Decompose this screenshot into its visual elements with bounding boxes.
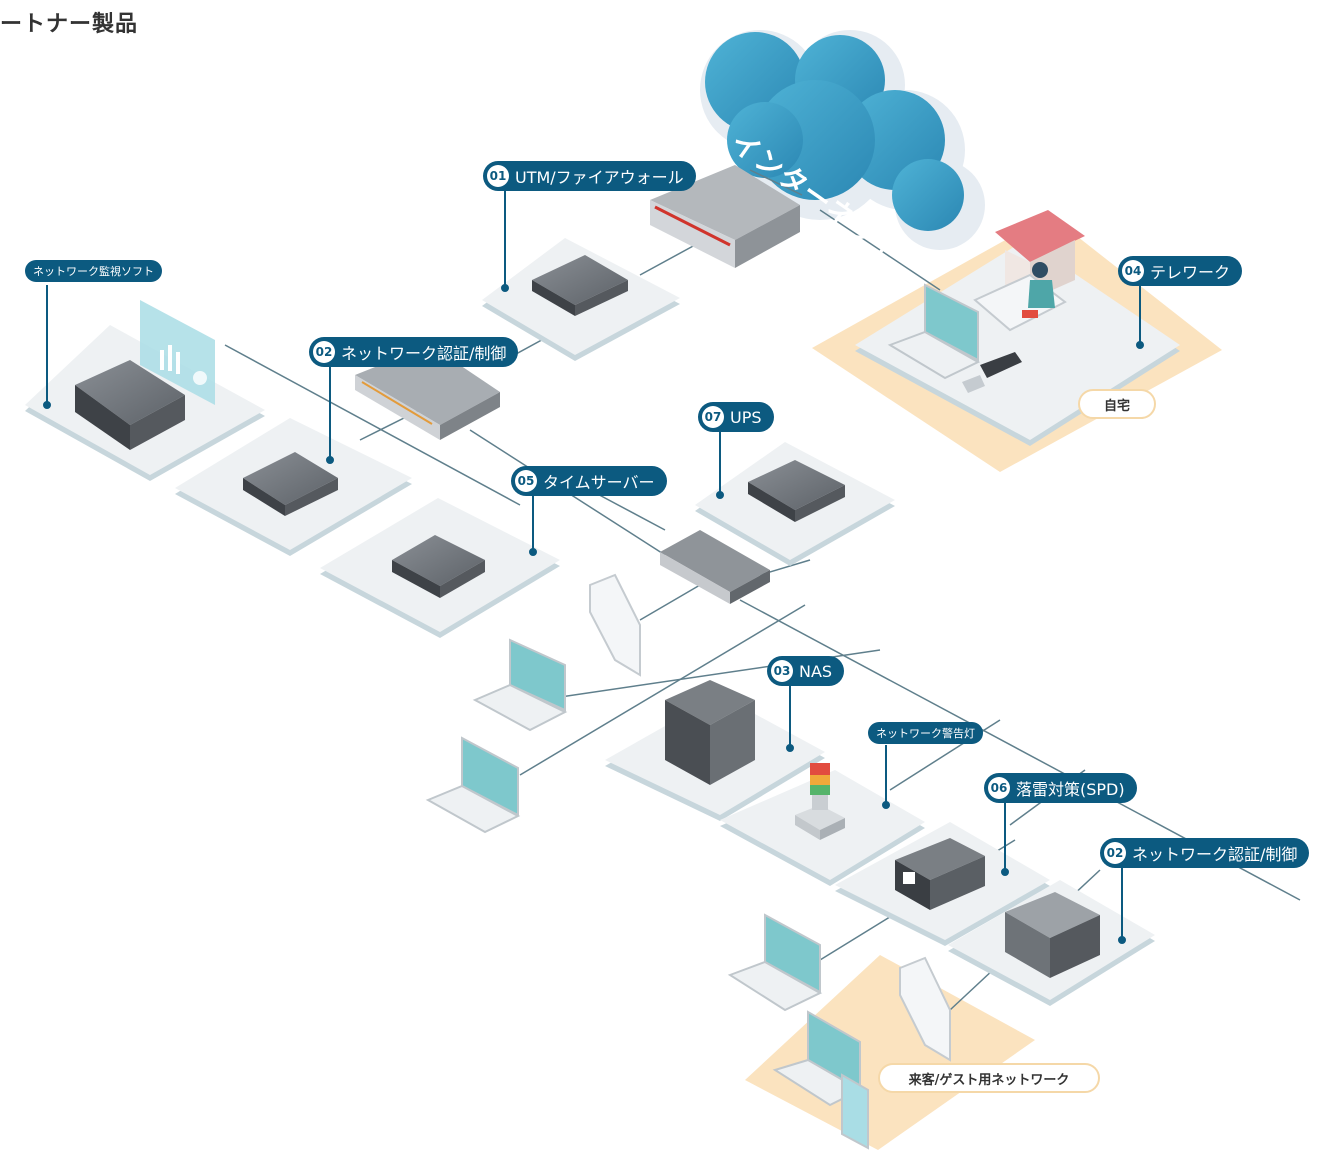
laptop-1 (472, 638, 568, 732)
label-number: 07 (702, 406, 724, 428)
nas-tower (665, 680, 755, 785)
label-telework[interactable]: 04 テレワーク (1118, 256, 1243, 286)
label-text: 落雷対策(SPD) (1016, 780, 1125, 799)
label-number: 02 (313, 341, 335, 363)
wifi-ap-bottom (899, 956, 951, 1062)
utm-appliance (650, 165, 800, 268)
label-text: UTM/ファイアウォール (515, 168, 684, 187)
label-time-server[interactable]: 05 タイムサーバー (511, 466, 667, 496)
home-desk (973, 262, 1067, 332)
spd-device (895, 838, 985, 910)
warning-light (795, 763, 845, 840)
label-network-auth-top[interactable]: 02 ネットワーク認証/制御 (309, 337, 519, 367)
internet-cloud (700, 30, 985, 250)
label-lightning-protection[interactable]: 06 落雷対策(SPD) (984, 773, 1137, 803)
label-ups[interactable]: 07 UPS (698, 402, 774, 432)
label-utm-firewall[interactable]: 01 UTM/ファイアウォール (483, 161, 696, 191)
time-box (392, 535, 485, 598)
label-text: UPS (730, 407, 762, 427)
label-number: 03 (771, 660, 793, 682)
wifi-ap-top (589, 573, 641, 677)
label-number: 05 (515, 470, 537, 492)
tablet (841, 1073, 869, 1150)
label-number: 06 (988, 777, 1010, 799)
label-number: 04 (1122, 260, 1144, 282)
label-text: ネットワーク監視ソフト (33, 265, 154, 278)
label-text: NAS (799, 661, 833, 681)
home-zone-label: 自宅 (1078, 389, 1156, 419)
label-network-auth-bottom[interactable]: 02 ネットワーク認証/制御 (1100, 838, 1310, 868)
label-number: 01 (487, 165, 509, 187)
label-text: タイムサーバー (543, 473, 655, 492)
utm-box (532, 255, 628, 316)
core-switch (660, 530, 770, 604)
monitor-dashboard (140, 300, 215, 405)
auth-box (243, 452, 338, 516)
label-text: ネットワーク認証/制御 (341, 344, 507, 363)
label-number: 02 (1104, 842, 1126, 864)
usb-key (962, 352, 1022, 393)
guest-zone (745, 955, 1035, 1150)
guest-network-label: 来客/ゲスト用ネットワーク (878, 1063, 1100, 1093)
label-monitoring-software[interactable]: ネットワーク監視ソフト (25, 260, 162, 282)
laptop-2 (425, 736, 521, 834)
label-network-warning-light[interactable]: ネットワーク警告灯 (868, 722, 983, 744)
label-pointers (43, 190, 1144, 944)
label-text: ネットワーク認証/制御 (1132, 845, 1298, 864)
label-text: ネットワーク警告灯 (876, 727, 975, 740)
label-text: テレワーク (1150, 263, 1231, 282)
label-nas[interactable]: 03 NAS (767, 656, 845, 686)
ups-box (748, 460, 845, 522)
auth-box-bottom (1005, 892, 1100, 978)
page-title: ートナー製品 (0, 12, 139, 37)
monitor-server-rack (75, 360, 185, 450)
home-laptop (887, 283, 981, 380)
laptop-3 (727, 913, 823, 1012)
